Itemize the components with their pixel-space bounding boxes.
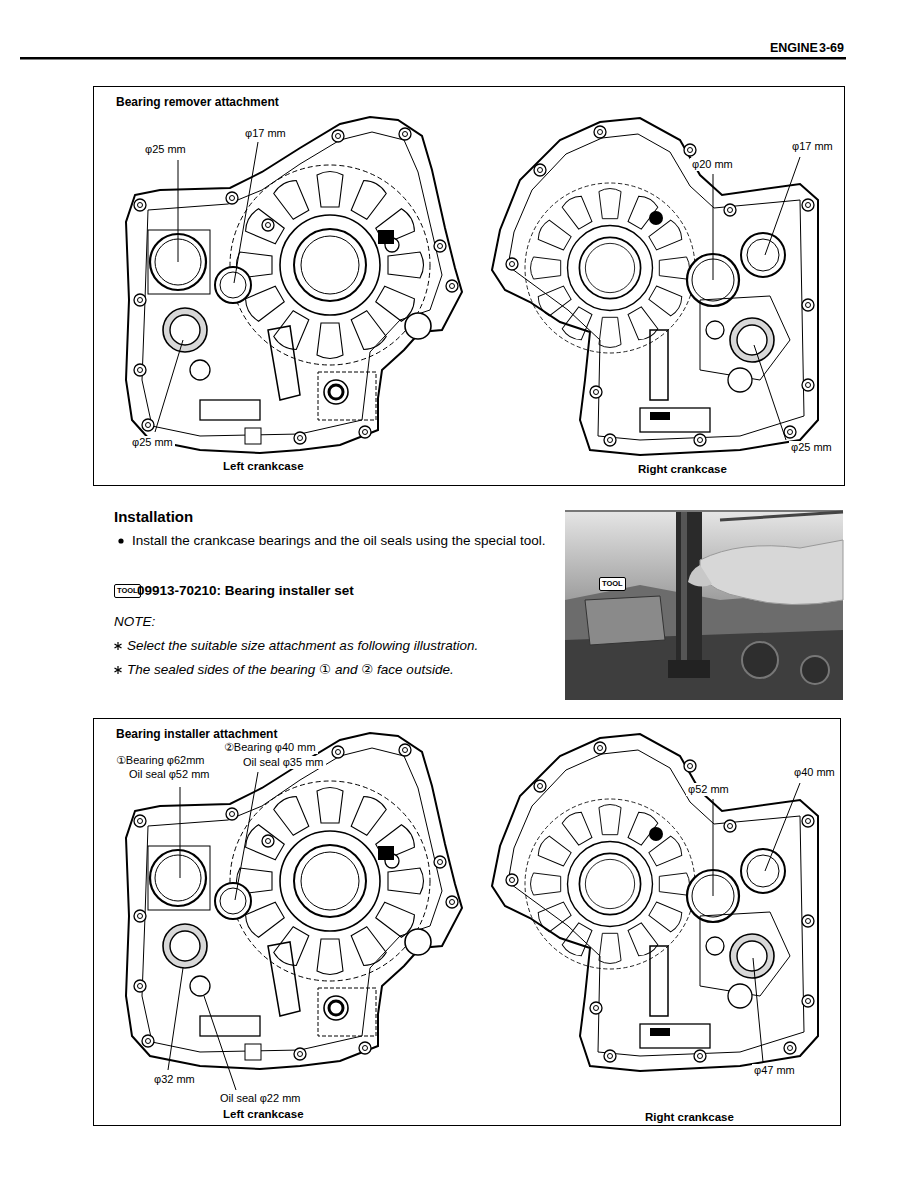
figure-panel: Bearing remover attachment	[93, 86, 845, 486]
body-text: Install the crankcase bearings and the o…	[132, 532, 560, 550]
dimension-label: ①Bearing φ62mm	[114, 754, 207, 767]
panel-title: Bearing remover attachment	[116, 95, 822, 109]
dimension-label: φ25 mm	[789, 441, 834, 454]
dimension-label: Oil seal φ22 mm	[218, 1092, 303, 1105]
note-text: NOTE:	[114, 614, 155, 630]
dimension-label: φ47 mm	[752, 1064, 797, 1077]
illustration-part	[713, 799, 714, 896]
illustration-part	[681, 512, 687, 672]
illustration-part	[168, 968, 183, 1070]
illustration-part	[765, 157, 800, 255]
dimension-label: φ20 mm	[690, 158, 735, 171]
dimension-label: φ25 mm	[143, 143, 188, 156]
illustration-part	[565, 510, 843, 512]
illustration-part	[713, 174, 714, 280]
figure-caption: Right crankcase	[636, 463, 729, 476]
left-crankcase-drawing	[126, 117, 462, 453]
page-header: ENGINE	[770, 41, 818, 55]
header-rule	[20, 57, 846, 60]
figure-caption: Right crankcase	[643, 1111, 736, 1124]
illustration-part	[688, 565, 712, 587]
dimension-label: φ17 mm	[243, 127, 288, 140]
illustration-part	[754, 345, 786, 440]
illustration-part	[115, 644, 122, 648]
leader-lines	[155, 142, 800, 440]
illustration-part	[753, 958, 763, 1062]
section-heading: Installation	[114, 508, 193, 525]
leader-lines	[168, 772, 800, 1090]
illustration-part	[204, 996, 236, 1090]
illustration-part	[801, 656, 829, 684]
illustration-part	[178, 160, 179, 262]
dimension-label: φ32 mm	[152, 1073, 197, 1086]
illustration-part	[565, 510, 843, 700]
tool-icon: TOOL	[599, 577, 626, 591]
illustration-part	[235, 772, 258, 900]
illustration-part	[676, 512, 702, 672]
figure-caption: Left crankcase	[221, 1108, 306, 1121]
illustration-part	[115, 644, 122, 648]
illustration-part	[155, 340, 183, 432]
panel-title: Bearing installer attachment	[116, 727, 818, 741]
dimension-label: Oil seal φ35 mm	[241, 756, 326, 769]
dimension-label: φ25 mm	[130, 436, 175, 449]
bullet	[118, 538, 123, 543]
dimension-label: ②Bearing φ40 mm	[222, 741, 318, 754]
illustration-part	[115, 668, 122, 672]
tool-photo	[565, 510, 843, 700]
dimension-label: Oil seal φ52 mm	[127, 768, 212, 781]
left-crankcase-drawing	[126, 733, 462, 1069]
right-crankcase-drawing	[492, 734, 818, 1071]
illustration-part	[180, 787, 181, 878]
dimension-label: φ17 mm	[790, 140, 835, 153]
illustration-part	[720, 512, 843, 520]
illustration-part	[700, 540, 843, 605]
asterisk	[115, 642, 122, 650]
illustration-part	[115, 668, 122, 672]
dimension-label: φ40 mm	[792, 766, 837, 779]
right-crankcase-drawing	[492, 118, 818, 455]
illustration-part	[668, 660, 710, 678]
asterisk	[115, 666, 122, 674]
note-text: The sealed sides of the bearing ① and ② …	[127, 662, 454, 678]
page-header: 3-69	[819, 41, 844, 55]
tool-icon: TOOL	[114, 584, 141, 598]
note-text: Select the suitable size attachment as f…	[127, 638, 478, 654]
tool-number: 09913-70210: Bearing installer set	[137, 583, 354, 599]
illustration-part	[742, 642, 778, 678]
illustration-part	[234, 142, 258, 283]
illustration-part	[765, 783, 800, 871]
dimension-label: φ52 mm	[686, 783, 731, 796]
illustration-part	[585, 596, 665, 645]
figure-caption: Left crankcase	[221, 460, 306, 473]
